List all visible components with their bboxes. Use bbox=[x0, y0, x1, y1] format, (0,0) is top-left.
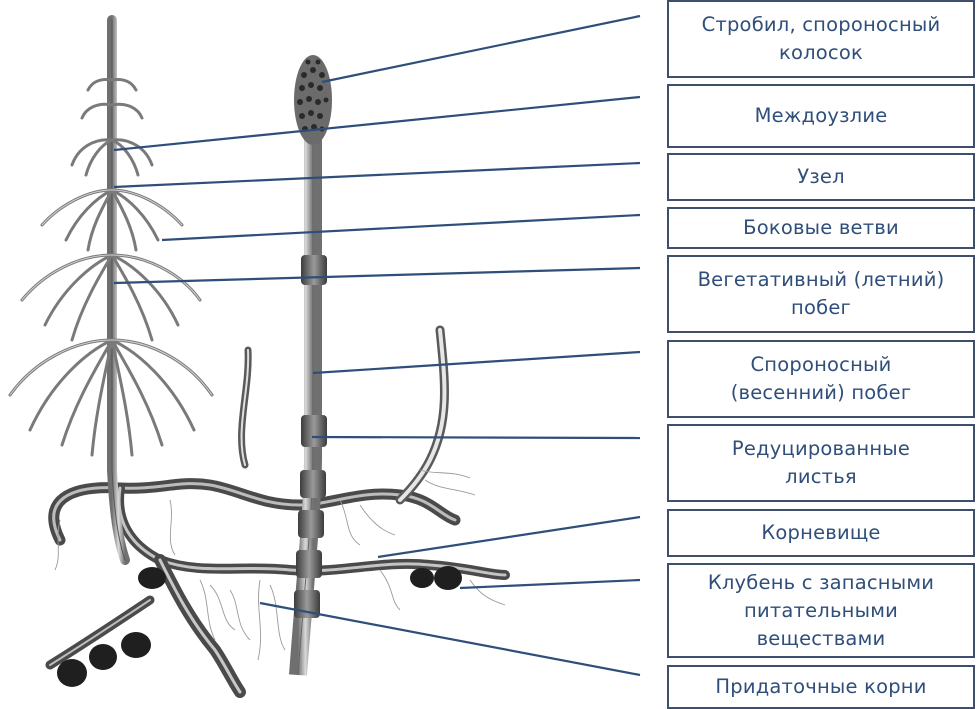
leader-line-node bbox=[114, 163, 640, 187]
label-strobilus: Стробил, спороносный колосок bbox=[667, 0, 975, 78]
spore-shoot-drawing bbox=[294, 55, 332, 675]
label-adventitious-roots: Придаточные корни bbox=[667, 665, 975, 709]
leader-line-spore-shoot bbox=[313, 352, 640, 373]
label-tuber: Клубень с запасными питательными веществ… bbox=[667, 563, 975, 658]
leader-line-lateral-branches bbox=[162, 215, 640, 240]
leader-line-adventitious-roots bbox=[260, 603, 640, 675]
leader-line-rhizome bbox=[378, 517, 640, 557]
leader-line-tuber bbox=[460, 580, 640, 588]
leader-line-strobilus bbox=[322, 16, 640, 82]
label-lateral-branches: Боковые ветви bbox=[667, 207, 975, 249]
label-rhizome: Корневище bbox=[667, 509, 975, 557]
leader-lines bbox=[114, 16, 640, 675]
label-internode: Междоузлие bbox=[667, 84, 975, 148]
label-vegetative-shoot: Вегетативный (летний) побег bbox=[667, 255, 975, 333]
leader-line-vegetative-shoot bbox=[114, 268, 640, 283]
label-reduced-leaves: Редуцированные листья bbox=[667, 424, 975, 502]
label-node: Узел bbox=[667, 153, 975, 201]
leader-line-internode bbox=[114, 97, 640, 150]
leader-line-reduced-leaves bbox=[312, 437, 640, 438]
label-spore-shoot: Спороносный (весенний) побег bbox=[667, 340, 975, 418]
